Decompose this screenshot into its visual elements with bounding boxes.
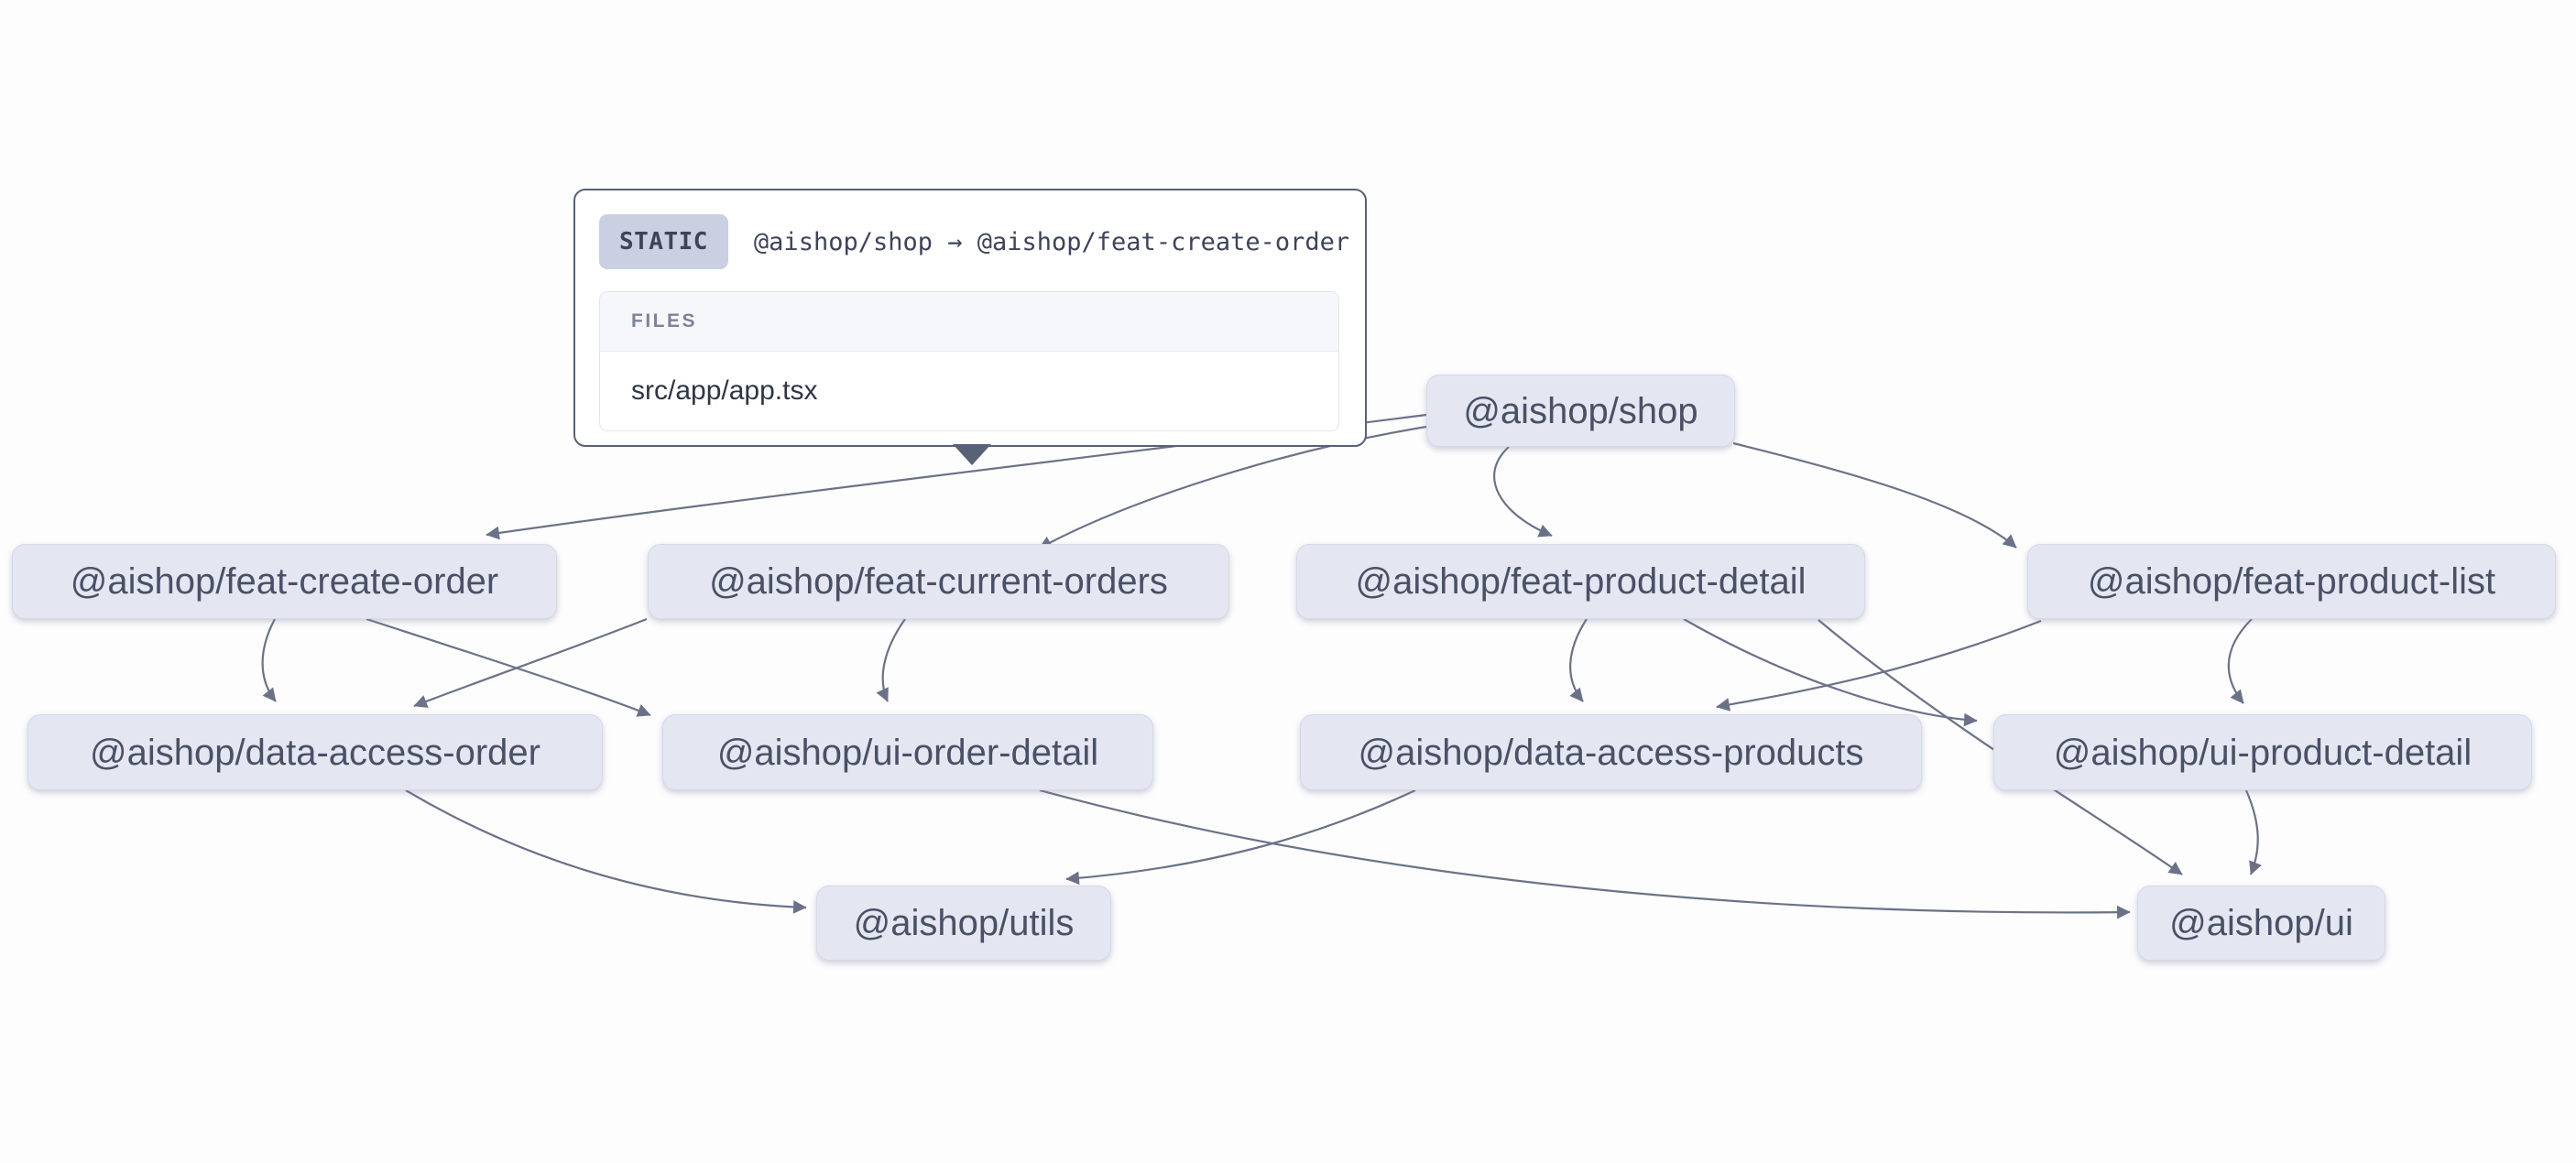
edge-feat-product-detail-to-data-access-products[interactable]	[1569, 618, 1588, 702]
edge-feat-current-orders-to-data-access-order[interactable]	[413, 617, 648, 708]
node-label: @aishop/feat-create-order	[70, 561, 499, 602]
node-label: @aishop/data-access-products	[1358, 732, 1864, 773]
edge-type-badge: STATIC	[599, 214, 728, 269]
edge-feat-current-orders-to-ui-order-detail[interactable]	[876, 618, 906, 702]
graph-node-shop[interactable]: @aishop/shop	[1426, 375, 1735, 447]
node-label: @aishop/shop	[1463, 390, 1698, 431]
node-label: @aishop/feat-product-detail	[1355, 561, 1806, 602]
graph-node-data-access-order[interactable]: @aishop/data-access-order	[27, 714, 603, 790]
node-label: @aishop/data-access-order	[90, 732, 540, 773]
node-label: @aishop/utils	[853, 903, 1075, 943]
edge-feat-product-list-to-ui-product-detail[interactable]	[2227, 618, 2253, 704]
edge-data-access-order-to-utils[interactable]	[405, 789, 807, 914]
edge-shop-to-feat-product-list[interactable]	[1732, 441, 2017, 549]
edge-data-access-products-to-utils[interactable]	[1065, 789, 1416, 886]
graph-node-feat-current-orders[interactable]: @aishop/feat-current-orders	[648, 544, 1229, 619]
graph-node-feat-product-detail[interactable]: @aishop/feat-product-detail	[1296, 544, 1865, 619]
files-panel-header: FILES	[600, 292, 1338, 352]
edge-feat-create-order-to-ui-order-detail[interactable]	[366, 617, 651, 717]
node-label: @aishop/ui-order-detail	[716, 732, 1099, 773]
graph-node-feat-product-list[interactable]: @aishop/feat-product-list	[2027, 544, 2556, 619]
file-list-item: src/app/app.tsx	[631, 375, 818, 406]
graph-node-utils[interactable]: @aishop/utils	[816, 886, 1111, 961]
edge-shop-to-feat-current-orders[interactable]	[1038, 425, 1427, 549]
graph-node-ui[interactable]: @aishop/ui	[2137, 886, 2385, 961]
graph-node-data-access-products[interactable]: @aishop/data-access-products	[1300, 714, 1922, 790]
edge-tooltip-header: STATIC @aishop/shop → @aishop/feat-creat…	[599, 214, 1349, 269]
edge-tooltip-title: @aishop/shop → @aishop/feat-create-order	[753, 227, 1350, 256]
graph-node-feat-create-order[interactable]: @aishop/feat-create-order	[12, 544, 557, 619]
node-label: @aishop/ui-product-detail	[2053, 732, 2472, 773]
edge-tooltip: STATIC @aishop/shop → @aishop/feat-creat…	[573, 189, 1367, 447]
node-label: @aishop/ui	[2169, 903, 2353, 943]
edge-ui-product-detail-to-ui[interactable]	[2244, 789, 2262, 875]
edge-files-panel: FILES src/app/app.tsx	[599, 291, 1339, 431]
tooltip-caret-icon	[953, 444, 991, 465]
graph-node-ui-order-detail[interactable]: @aishop/ui-order-detail	[662, 714, 1153, 790]
edge-shop-to-feat-product-detail[interactable]	[1493, 446, 1553, 538]
edge-ui-order-detail-to-ui[interactable]	[1039, 788, 2131, 919]
edge-feat-create-order-to-data-access-order[interactable]	[261, 618, 277, 702]
edge-feat-product-list-to-data-access-products[interactable]	[1716, 619, 2042, 712]
node-label: @aishop/feat-product-list	[2087, 561, 2496, 602]
graph-node-ui-product-detail[interactable]: @aishop/ui-product-detail	[1993, 714, 2532, 790]
node-label: @aishop/feat-current-orders	[709, 561, 1168, 602]
